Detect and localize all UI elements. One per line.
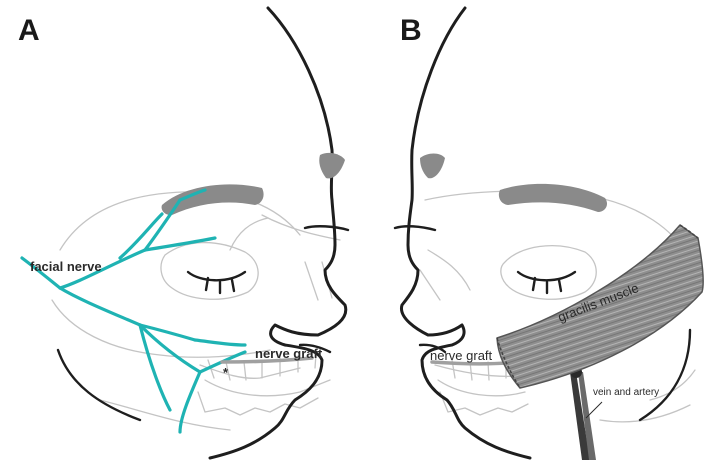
panel-b-vein-artery xyxy=(570,366,602,460)
panel-b-vein-artery-label: vein and artery xyxy=(593,387,659,398)
panel-a-skull xyxy=(52,192,340,430)
panel-a-facial-nerve xyxy=(22,190,245,432)
panel-a-eyebrow xyxy=(162,184,264,215)
panel-b-nerve-graft-label: nerve graft xyxy=(430,348,493,363)
panel-a-side-shade xyxy=(319,153,345,178)
panel-a-letter: A xyxy=(18,14,40,47)
panel-b: B xyxy=(395,8,703,460)
panel-a: A xyxy=(18,8,348,458)
panel-b-eyebrow xyxy=(499,184,607,212)
panel-a-facial-nerve-label: facial nerve xyxy=(30,259,102,274)
panel-a-nerve-graft-label: nerve graft xyxy=(255,346,323,361)
panel-b-side-shade xyxy=(420,154,445,179)
panel-b-letter: B xyxy=(400,14,422,47)
